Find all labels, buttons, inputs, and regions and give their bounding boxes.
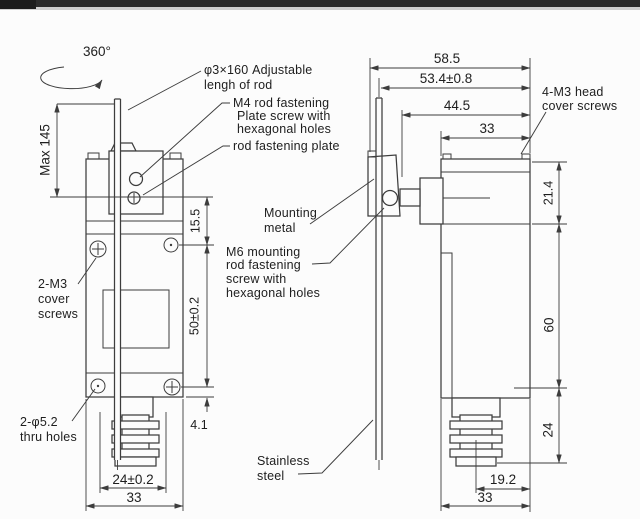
dim-33-top-text: 33 [479,121,494,136]
cover-screws-line3: screws [38,307,78,321]
dim-50-text: 50±0.2 [187,297,201,335]
callouts: 360° φ3×160 Adjustable lengh of rod M4 r… [20,44,617,483]
side-dimensions-bottom: 19.2 33 [440,399,531,512]
head-cover-screws-callout: 4-M3 head cover screws [520,85,617,155]
front-cover-screw-top-left [89,240,107,258]
rotation-arrow-icon [40,66,103,90]
dim-44-5-text: 44.5 [444,98,470,113]
m6-screw-callout: M6 mounting rod fastening screw with hex… [226,207,385,300]
side-shaft [399,188,421,207]
stainless-steel-callout: Stainless steel [257,419,374,483]
side-mounting-metal-block [367,150,401,217]
rotation-callout: 360° [40,44,111,90]
dim-19-2: 19.2 [475,472,531,492]
cover-screws-callout: 2-M3 cover screws [38,257,97,321]
dim-33-top: 33 [440,121,531,141]
side-dimensions-right: 21.4 60 24 [497,161,567,464]
m4-screw-line2: Plate screw with [237,109,331,123]
dim-15-5-text: 15.5 [188,209,202,233]
m6-screw-line1: M6 mounting [226,245,300,259]
dim-24-02: 24±0.2 [99,412,167,493]
top-edge-artifact [0,0,640,10]
mounting-metal-callout: Mounting metal [264,178,375,235]
dim-19-2-text: 19.2 [490,472,516,487]
side-head-screw-tab-right [521,153,531,160]
dim-44-5: 44.5 [401,98,531,118]
m4-screw-callout: M4 rod fastening Plate screw with hexago… [139,96,331,178]
dim-60: 60 [542,223,562,389]
dim-15-5: 15.5 [179,196,214,246]
dim-33-front-text: 33 [126,490,141,505]
adjustable-rod-line1: φ3×160 Adjustable [204,63,312,77]
m6-screw-line4: hexagonal holes [226,286,320,300]
dim-60-text: 60 [542,317,557,332]
dim-4-1-text: 4.1 [190,418,207,432]
rotation-angle-text: 360° [83,44,111,59]
mounting-metal-line1: Mounting [264,206,317,220]
m4-screw-line1: M4 rod fastening [233,96,329,110]
rod-fastening-plate-text: rod fastening plate [233,139,340,153]
rod-fastening-plate-callout: rod fastening plate [142,139,340,196]
thru-holes-callout: 2-φ5.2 thru holes [20,388,96,444]
m6-screw-line2: rod fastening [226,258,301,272]
cover-screws-line2: cover [38,292,70,306]
m6-screw-line3: screw with [226,272,286,286]
dim-4-1: 4.1 [186,396,214,432]
front-top-tab-left [87,152,100,160]
dim-33-bottom: 33 [440,490,531,509]
dim-21-4-text: 21.4 [541,181,555,205]
front-thru-hole-top-right [163,237,179,253]
side-front-face-step [441,252,453,398]
front-dimensions: Max 145 15.5 50±0.2 4.1 24±0.2 [38,103,214,511]
stainless-steel-line2: steel [257,469,284,483]
front-label-recess [102,289,170,349]
dim-58-5: 58.5 [369,51,531,71]
front-cover-screw-bottom-right [163,378,181,396]
dim-50: 50±0.2 [181,244,214,388]
head-cover-screws-line1: 4-M3 head [542,85,604,99]
thru-holes-line1: 2-φ5.2 [20,415,58,429]
dim-24-text: 24 [541,422,556,438]
dim-21-4: 21.4 [541,161,562,225]
dim-58-5-text: 58.5 [434,51,460,66]
front-top-tab-right [169,152,182,160]
mounting-metal-line2: metal [264,221,296,235]
dim-33-bottom-text: 33 [477,490,492,505]
side-dimensions-top: 58.5 53.4±0.8 44.5 33 [369,51,531,177]
front-thru-hole-bottom-left [90,378,106,394]
front-view [85,98,184,470]
adjustable-rod-callout: φ3×160 Adjustable lengh of rod [127,63,312,111]
dim-max-145: Max 145 [38,103,114,198]
front-adjustable-rod [113,98,122,470]
side-body [440,158,531,399]
side-head-screw-tab-left [442,153,452,160]
dim-33-front: 33 [85,399,184,511]
stainless-steel-line1: Stainless [257,454,310,468]
front-bellows-boot [111,396,160,467]
front-plate-hole [128,171,144,187]
adjustable-rod-line2: lengh of rod [204,78,272,92]
thru-holes-line2: thru holes [20,430,77,444]
dim-53-4: 53.4±0.8 [380,71,531,91]
side-head-boss [419,177,444,225]
cover-screws-line1: 2-M3 [38,277,67,291]
side-adjustable-rod [375,78,383,470]
dim-max-145-text: Max 145 [38,124,53,176]
side-m6-screw-hole [381,189,399,207]
front-plate-screw [127,191,141,205]
dim-24-02-text: 24±0.2 [112,472,153,487]
dim-53-4-text: 53.4±0.8 [420,71,472,86]
dim-24: 24 [541,387,562,464]
m4-screw-line3: hexagonal holes [237,122,331,136]
head-cover-screws-line2: cover screws [542,99,617,113]
side-view [367,78,531,470]
